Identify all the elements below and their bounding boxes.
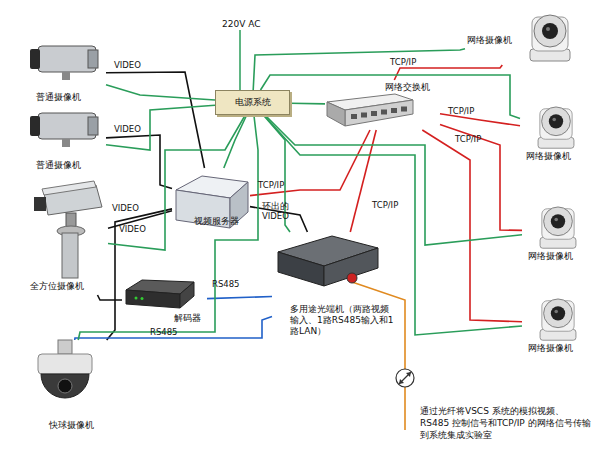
node-label: 网络交换机 <box>385 82 440 93</box>
node-label: 多用途光端机（两路视频输入、1路RS485输入和1路LAN） <box>290 304 395 337</box>
node-label: 网络摄像机 <box>528 251 594 262</box>
signal-label: TCP/IP <box>258 180 284 190</box>
signal-label: VIDEO <box>112 203 139 213</box>
network-camera-node: 网络摄像机 <box>522 198 594 264</box>
fiber-symbol <box>396 369 414 387</box>
fiber-symbol <box>399 372 411 384</box>
signal-label: TCP/IP <box>390 57 416 67</box>
node-label: 快球摄像机 <box>49 420 109 431</box>
node-label: 网络摄像机 <box>467 35 522 46</box>
connector <box>253 49 465 90</box>
node-label: 网络摄像机 <box>528 343 594 354</box>
box-icon <box>28 105 106 150</box>
video-server-node: 视频服务器 <box>172 168 250 232</box>
note-label: 220V AC <box>222 18 292 30</box>
network-camera-node: 网络摄像机 <box>465 5 585 65</box>
fiber-symbol <box>399 372 411 384</box>
signal-label: TCP/IP <box>455 134 481 144</box>
connector <box>264 115 522 335</box>
signal-label: RS485 <box>150 327 178 337</box>
connector <box>78 115 258 340</box>
node-label: 普通摄像机 <box>36 92 106 103</box>
connector <box>98 295 123 300</box>
connector <box>440 125 522 231</box>
ptz-camera-node: 全方位摄像机 <box>30 183 108 295</box>
node-label: 普通摄像机 <box>36 160 106 171</box>
connector <box>107 209 172 340</box>
signal-label: RS485 <box>212 279 240 289</box>
connector <box>224 115 247 168</box>
net-icon <box>526 98 586 150</box>
net-icon <box>528 198 588 250</box>
net-icon <box>528 290 588 342</box>
net-icon <box>520 5 580 63</box>
connector <box>106 135 172 189</box>
node-label: 全方位摄像机 <box>30 281 108 292</box>
switch-node: 网络交换机 <box>325 80 440 130</box>
signal-label: TCP/IP <box>372 200 398 210</box>
connector <box>106 72 205 168</box>
signal-label: 环出的VIDEO <box>262 201 302 221</box>
node-label: 电源系统 <box>216 97 289 108</box>
connector <box>106 105 215 150</box>
connector <box>265 115 522 245</box>
signal-label: VIDEO <box>119 224 146 234</box>
node-label: 解码器 <box>174 313 207 324</box>
connector <box>250 130 370 196</box>
connector <box>106 85 215 100</box>
mains-wire <box>239 30 241 90</box>
network-camera-node: 网络摄像机 <box>522 290 594 356</box>
switch-icon <box>325 92 415 130</box>
camera-node: 普通摄像机 <box>28 38 106 108</box>
optical-terminal-node: 多用途光端机（两路视频输入、1路RS485输入和1路LAN） <box>272 232 397 357</box>
network-camera-node: 网络摄像机 <box>520 98 592 164</box>
node-label: 视频服务器 <box>194 216 250 227</box>
node-label: 网络摄像机 <box>526 151 592 162</box>
dome-icon <box>30 340 100 415</box>
connector <box>290 102 325 104</box>
dome-camera-node: 快球摄像机 <box>25 340 110 435</box>
connector <box>422 130 522 322</box>
dec-icon <box>122 276 197 314</box>
signal-label: VIDEO <box>114 124 141 134</box>
power-box: 电源系统 <box>215 90 290 115</box>
opt-icon <box>272 232 382 297</box>
signal-label: TCP/IP <box>448 106 474 116</box>
connector <box>207 297 272 299</box>
ptz-icon <box>30 183 108 278</box>
decoder-node: 解码器 <box>122 276 207 324</box>
box-icon <box>28 38 106 83</box>
connector <box>394 65 502 80</box>
camera-node: 普通摄像机 <box>28 105 106 175</box>
note-label: 通过光纤将VSCS 系统的模拟视频、RS485 控制信号和TCP/IP 的网络信… <box>420 405 592 441</box>
signal-label: VIDEO <box>114 60 141 70</box>
connector <box>75 317 272 341</box>
